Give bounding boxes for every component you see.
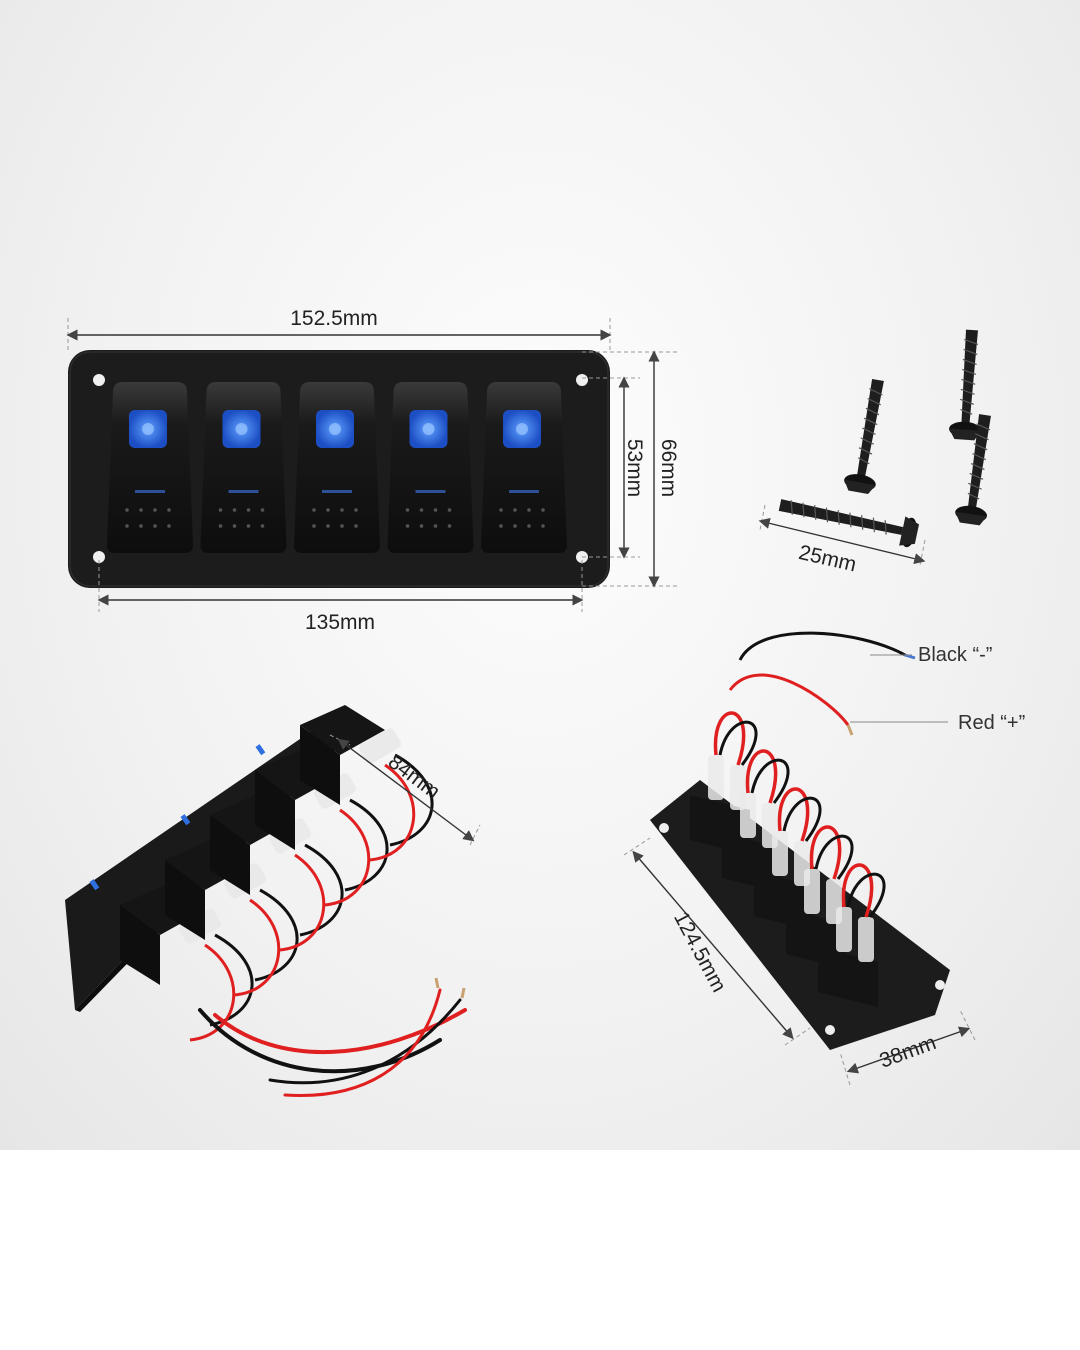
panel-width-label: 152.5mm: [290, 307, 378, 330]
black-wire-label: Black “-”: [918, 644, 992, 666]
wire-connector: [804, 869, 820, 914]
mount-hole: [576, 374, 588, 386]
back-width-label: 38mm: [876, 1031, 939, 1073]
panel-height-label: 66mm: [657, 439, 680, 497]
rocker-switch: [294, 382, 380, 553]
mount-hole: [93, 374, 105, 386]
rocker-switch: [481, 382, 567, 553]
wire-connector: [836, 907, 852, 952]
front-panel: [68, 350, 610, 588]
red-wire-label: Red “+”: [958, 712, 1025, 734]
wire-connector: [772, 831, 788, 876]
rocker-switch: [200, 382, 287, 553]
side-view-assembly: [65, 705, 467, 1098]
switch-height-label: 53mm: [623, 439, 646, 497]
mounting-screws: [778, 329, 991, 548]
hole-spacing-label: 135mm: [305, 611, 375, 634]
rocker-switch: [387, 382, 474, 553]
wire-connector: [858, 917, 874, 962]
wire-connector: [740, 793, 756, 838]
bottom-white-area: [0, 1150, 1080, 1350]
screw-length-label: 25mm: [796, 541, 858, 577]
rocker-switch: [107, 382, 193, 553]
back-length-label: 124.5mm: [669, 908, 730, 996]
switch-body: [818, 863, 886, 1007]
back-view-assembly: [650, 631, 950, 1050]
switch-body: [120, 885, 254, 1042]
wire-connector: [708, 755, 724, 800]
mount-hole: [93, 551, 105, 563]
